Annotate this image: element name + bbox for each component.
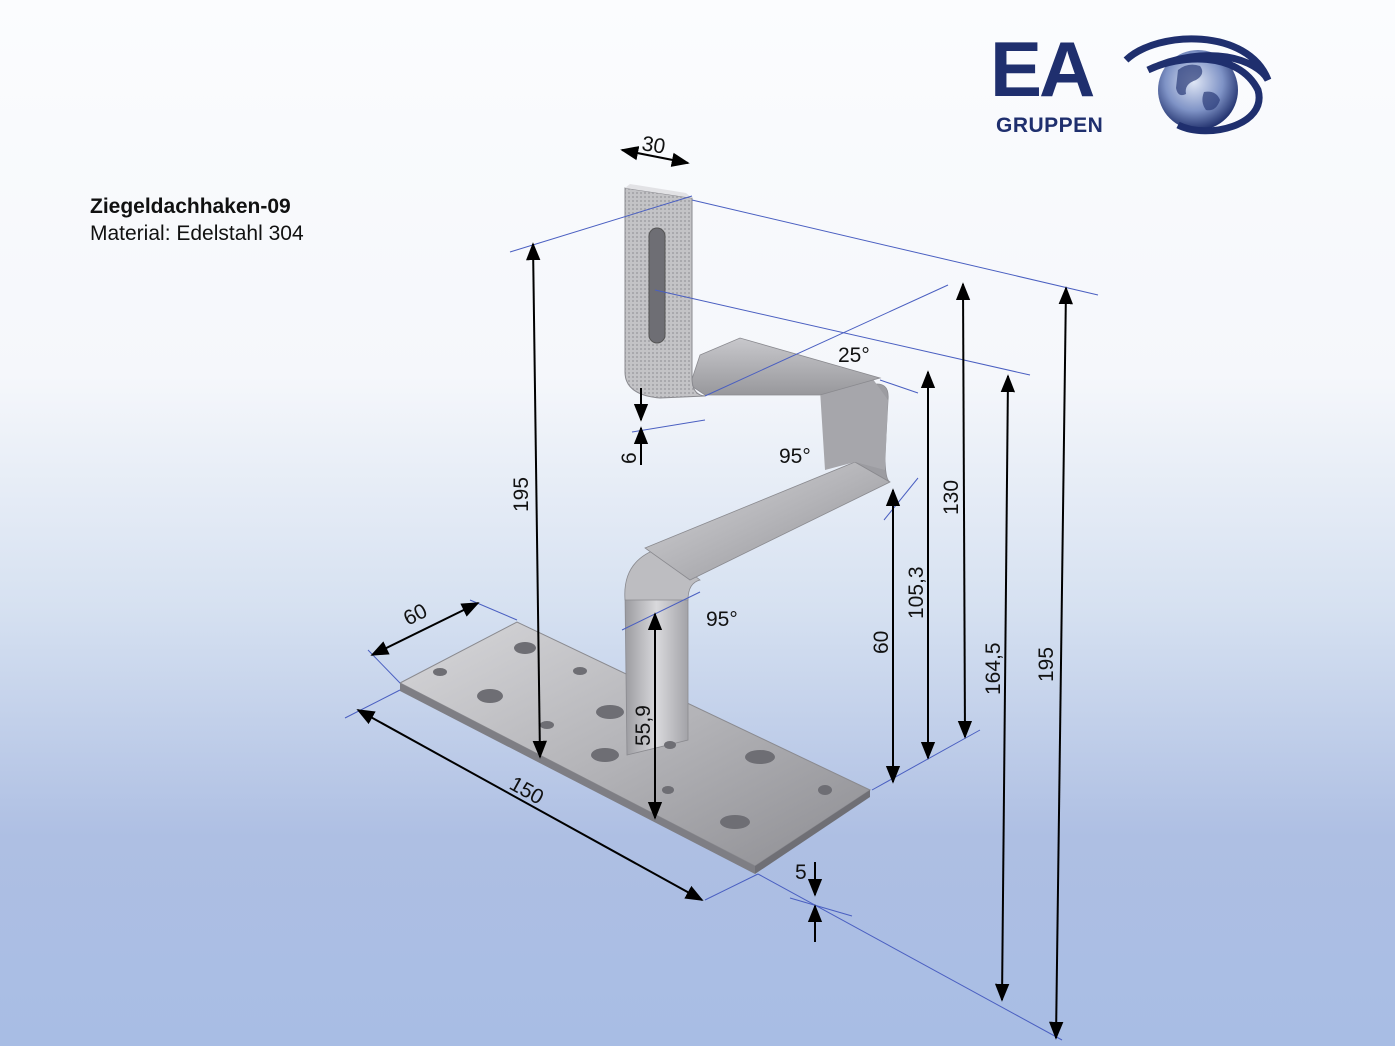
logo-ea-text: EA [990,25,1095,113]
base-plate-side-edge [755,790,870,874]
material-label: Material: Edelstahl 304 [90,222,304,245]
dim-label-105-3: 105,3 [905,566,928,619]
dim-label-angle-95-low: 95° [706,608,738,631]
title-block: Ziegeldachhaken-09 Material: Edelstahl 3… [90,193,304,247]
dim-label-plate-width: 60 [400,599,431,630]
upper-riser-face [820,375,888,470]
hole [514,642,536,654]
dim-label-164-5: 164,5 [982,642,1005,695]
dim-arrow-right-195 [1049,286,1073,1040]
dim-label-right-195: 195 [1035,647,1058,682]
dim-label-hook-thickness: 6 [618,452,641,464]
globe-icon [1123,35,1272,135]
hole [818,785,832,795]
dim-label-plate-length: 150 [506,772,548,809]
dim-label-left-195: 195 [510,477,533,512]
dim-arrow-left-195 [526,242,547,759]
dimension-arrows [356,146,1073,1040]
hole [596,705,624,719]
dim-label-55-9: 55,9 [632,705,655,746]
dim-label-angle-25: 25° [838,344,870,367]
diagonal-arm [644,461,891,581]
hole [573,667,587,675]
hook-slot [648,227,666,344]
dim-label-hook-width: 30 [640,132,667,158]
dim-arrow-hook-width [620,146,690,167]
dim-arrow-164-5 [994,374,1016,1002]
hole [720,815,750,829]
hole [540,721,554,729]
dim-label-60: 60 [870,631,893,654]
dim-label-base-thickness: 5 [795,861,807,884]
ea-gruppen-logo: EA GRUPPEN [990,25,1280,145]
hook-head-top-edge [625,184,692,198]
hole [477,689,503,703]
hole [745,750,775,764]
dim-arrow-60-width [370,602,480,656]
product-title: Ziegeldachhaken-09 [90,195,291,218]
dim-arrow-150 [356,709,704,901]
logo-gruppen-text: GRUPPEN [996,114,1104,137]
roof-hook [398,184,891,874]
dim-label-angle-95-mid: 95° [779,445,811,468]
dim-label-130: 130 [940,480,963,515]
hole [433,668,447,676]
dim-arrow-130 [955,282,973,739]
hole [591,748,619,762]
hole [664,741,676,749]
hole [662,786,674,794]
